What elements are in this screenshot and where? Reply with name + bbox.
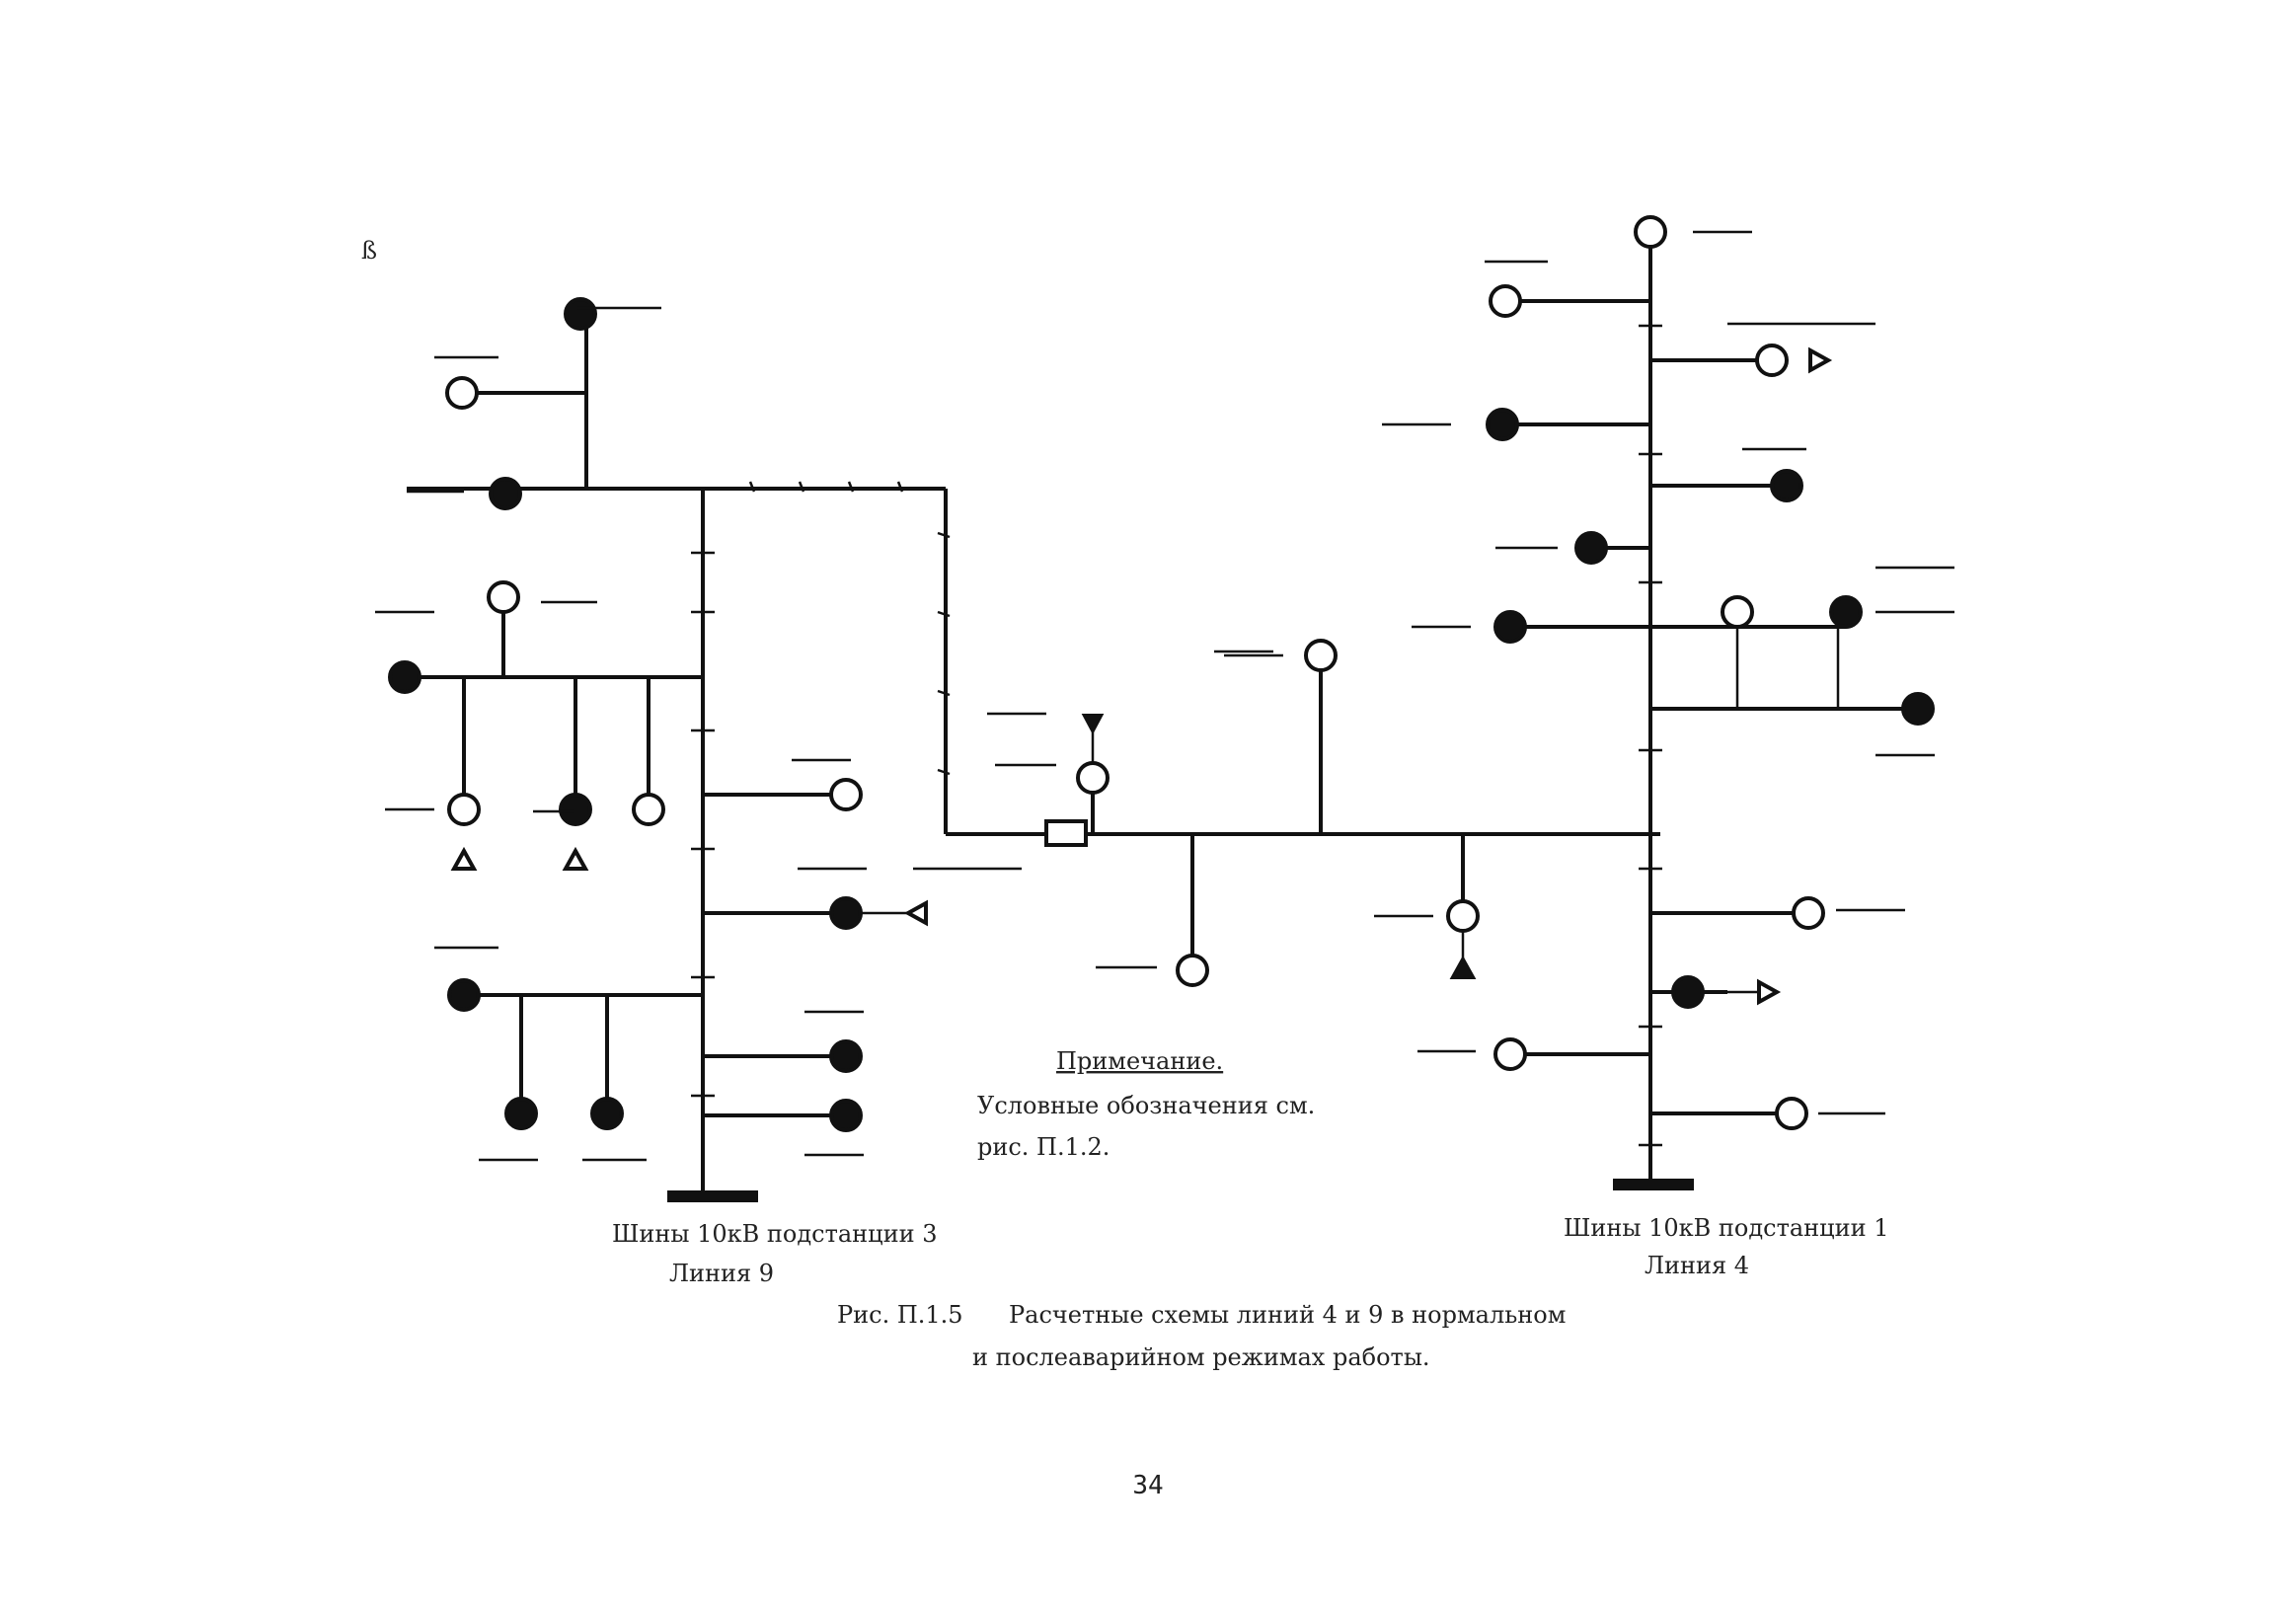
transformer-filled: [829, 1039, 863, 1073]
generator-triangle: [1757, 978, 1782, 1006]
transformer-open: [1775, 1097, 1808, 1130]
transformer-open: [632, 793, 665, 826]
figure-caption-line-1: Расчетные схемы линий 4 и 9 в нормальном: [1009, 1301, 1566, 1329]
trunk-annotations: [1639, 324, 1662, 1147]
transformer-open: [1176, 954, 1209, 987]
note-line-2: рис. П.1.2.: [977, 1133, 1110, 1161]
transformer-filled: [447, 978, 481, 1012]
note-title: Примечание.: [1056, 1047, 1223, 1075]
transformer-open: [447, 793, 481, 826]
node-annotation-marks: [375, 230, 1954, 1162]
transformer-open: [829, 778, 863, 811]
left-network-line-9: [388, 297, 951, 1202]
figure-caption-line-2: и послеаварийном режимах работы.: [972, 1343, 1430, 1371]
page-number: 34: [1132, 1471, 1164, 1500]
transformer-filled: [1901, 692, 1935, 726]
figure-marker: ß: [361, 237, 377, 265]
antenna-symbol: [1081, 714, 1105, 735]
transformer-filled: [489, 477, 522, 510]
left-line-label: Линия 9: [669, 1260, 774, 1287]
transformer-filled: [388, 660, 421, 694]
transformer-open: [445, 376, 479, 410]
transformer-filled: [829, 1099, 863, 1132]
transformer-open: [1446, 899, 1480, 933]
transformer-filled: [1574, 531, 1608, 565]
middle-network: [946, 639, 1660, 987]
right-network-line-4: [1486, 215, 1935, 1190]
transformer-filled: [829, 896, 863, 930]
generator-triangle: [903, 899, 928, 927]
transformer-open: [1792, 896, 1825, 930]
generator-triangle: [1808, 346, 1833, 374]
transformer-open: [1076, 761, 1110, 795]
transformer-open: [487, 580, 520, 614]
note-line-1: Условные обозначения см.: [977, 1092, 1315, 1119]
transformer-open: [1493, 1037, 1527, 1071]
transformer-open: [1721, 595, 1754, 629]
left-substation-title: Шины 10кВ подстанции 3: [612, 1220, 937, 1248]
transformer-filled: [1671, 975, 1705, 1009]
transformer-filled: [590, 1097, 624, 1130]
tick-marks: [748, 481, 951, 776]
transformer-open: [1489, 284, 1522, 318]
generator-triangle: [562, 846, 589, 871]
generator-triangle: [1449, 955, 1477, 979]
trunk-annotations: [691, 551, 715, 1098]
right-line-label: Линия 4: [1645, 1252, 1749, 1279]
switch-box: [1044, 819, 1088, 847]
transformer-filled: [559, 793, 592, 826]
transformer-filled: [504, 1097, 538, 1130]
transformer-filled: [1493, 610, 1527, 644]
transformer-open: [1634, 215, 1667, 249]
figure-caption-label: Рис. П.1.5: [837, 1301, 963, 1329]
transformer-open: [1755, 344, 1789, 377]
right-substation-title: Шины 10кВ подстанции 1: [1564, 1214, 1888, 1242]
transformer-open: [1304, 639, 1338, 672]
transformer-filled: [564, 297, 597, 331]
generator-triangle: [450, 846, 478, 871]
transformer-filled: [1486, 408, 1519, 441]
transformer-filled: [1829, 595, 1863, 629]
transformer-filled: [1770, 469, 1803, 502]
